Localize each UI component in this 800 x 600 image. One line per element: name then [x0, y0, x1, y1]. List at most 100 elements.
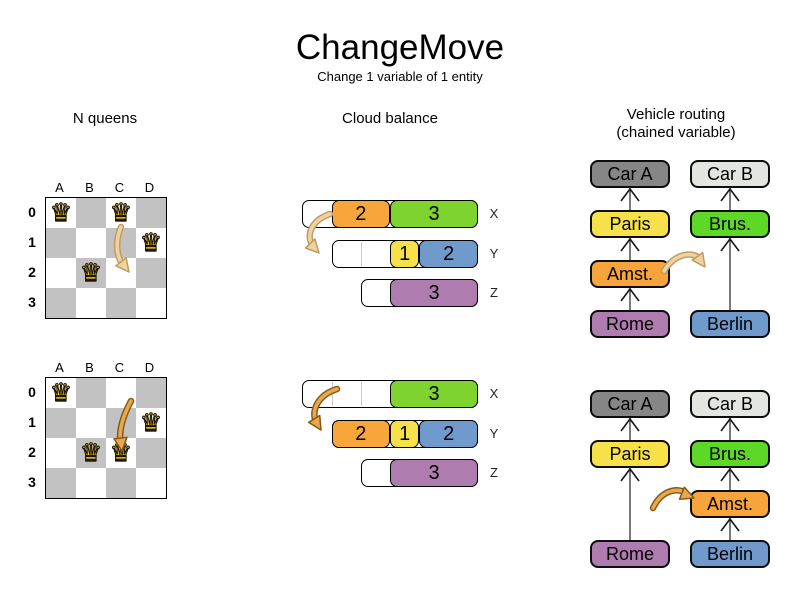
board-row-labels-before: 0 1 2 3 — [24, 197, 40, 317]
vehicle-routing-header-line2: (chained variable) — [616, 124, 736, 141]
queen-icon: ♛ — [49, 378, 73, 407]
board-row-label: 0 — [28, 384, 36, 400]
chain-arrowhead-chevron — [720, 517, 740, 532]
board-cell-D3 — [136, 288, 166, 318]
cloud-capacity-divider — [360, 242, 362, 266]
chain-arrowhead-chevron — [720, 237, 740, 252]
chain-arrowhead-chevron — [720, 467, 740, 482]
vr-node-rome-before: Rome — [590, 310, 670, 338]
board-cell-D2 — [136, 438, 166, 468]
board-row-label: 1 — [28, 234, 36, 250]
board-cell-C0 — [106, 378, 136, 408]
queen-icon: ♛ — [79, 438, 103, 467]
chain-arrowhead-chevron — [620, 417, 640, 432]
vr-node-berlin-before: Berlin — [690, 310, 770, 338]
chain-arrowhead-chevron — [720, 417, 740, 432]
board-col-label: D — [144, 180, 156, 195]
board-row-label: 2 — [28, 264, 36, 280]
board-cell-D1: ♛ — [136, 408, 166, 438]
cloud-machine-label-X-after: X — [489, 386, 499, 401]
chain-arrowhead-chevron — [620, 187, 640, 202]
board-cell-B3 — [76, 468, 106, 498]
cloud-machine-label-Y-before: Y — [489, 246, 499, 261]
board-cell-C0: ♛ — [106, 198, 136, 228]
board-col-label: C — [114, 180, 126, 195]
board-col-label: C — [114, 360, 126, 375]
vehicle-routing-header: Vehicle routing (chained variable) — [586, 106, 766, 142]
vr-node-paris-after: Paris — [590, 440, 670, 468]
cloud-process-green-before: 3 — [390, 200, 478, 228]
vr-node-paris-before: Paris — [590, 210, 670, 238]
board-cell-A3 — [46, 468, 76, 498]
cloud-process-orange-after: 2 — [331, 420, 391, 448]
queen-icon: ♛ — [79, 258, 103, 287]
board-col-label: A — [55, 360, 65, 375]
vr-node-berlin-after: Berlin — [690, 540, 770, 568]
cloud-process-blue-after: 2 — [419, 420, 478, 448]
board-cell-A1 — [46, 408, 76, 438]
queen-icon: ♛ — [139, 228, 163, 257]
board-col-label: B — [85, 360, 95, 375]
board-col-label: D — [144, 360, 156, 375]
vr-node-carA-after: Car A — [590, 390, 670, 418]
board-row-label: 2 — [28, 444, 36, 460]
board-cell-C1 — [106, 228, 136, 258]
cloud-process-purple-after: 3 — [390, 459, 478, 487]
queen-icon: ♛ — [109, 198, 133, 227]
board-column-labels-before: A B C D — [45, 180, 165, 195]
board-cell-B3 — [76, 288, 106, 318]
chain-arrowhead-chevron — [620, 237, 640, 252]
board-col-label: A — [55, 180, 65, 195]
cloud-process-yellow-after: 1 — [390, 420, 420, 448]
chain-arrowhead-chevron — [620, 287, 640, 302]
chain-arrowhead-chevron — [620, 467, 640, 482]
board-cell-C2 — [106, 258, 136, 288]
page-title: ChangeMove — [295, 28, 505, 67]
board-row-label: 3 — [28, 294, 36, 310]
board-cell-B0 — [76, 378, 106, 408]
cloud-machine-label-Z-after: Z — [490, 465, 498, 480]
board-cell-A0: ♛ — [46, 378, 76, 408]
chain-arrowhead-chevron — [720, 187, 740, 202]
vr-move-arrow-before — [660, 251, 706, 275]
board-column-labels-after: A B C D — [45, 360, 165, 375]
cloud-process-blue-before: 2 — [419, 240, 478, 268]
cloud-process-purple-before: 3 — [390, 279, 478, 307]
board-cell-C3 — [106, 288, 136, 318]
vr-node-amst-after: Amst. — [690, 490, 770, 518]
board-row-label: 3 — [28, 474, 36, 490]
board-cell-D1: ♛ — [136, 228, 166, 258]
nqueens-board-after: ♛♛♛♛ — [45, 377, 167, 499]
board-cell-A3 — [46, 288, 76, 318]
cloud-process-yellow-before: 1 — [390, 240, 420, 268]
board-cell-B0 — [76, 198, 106, 228]
vr-node-carA-before: Car A — [590, 160, 670, 188]
board-cell-D3 — [136, 468, 166, 498]
vr-node-rome-after: Rome — [590, 540, 670, 568]
cloud-capacity-divider — [331, 382, 333, 406]
cloud-process-orange-before: 2 — [331, 200, 391, 228]
board-cell-C3 — [106, 468, 136, 498]
cloud-process-green-after: 3 — [390, 380, 478, 408]
queen-icon: ♛ — [139, 408, 163, 437]
board-cell-A1 — [46, 228, 76, 258]
nqueens-header: N queens — [72, 110, 138, 127]
cloud-capacity-divider — [360, 382, 362, 406]
board-row-label: 0 — [28, 204, 36, 220]
board-cell-D0 — [136, 198, 166, 228]
board-cell-D0 — [136, 378, 166, 408]
board-cell-C2: ♛ — [106, 438, 136, 468]
board-cell-A2 — [46, 258, 76, 288]
vr-node-brus-after: Brus. — [690, 440, 770, 468]
nqueens-board-before: ♛♛♛♛ — [45, 197, 167, 319]
board-cell-B2: ♛ — [76, 438, 106, 468]
board-col-label: B — [85, 180, 95, 195]
queen-icon: ♛ — [49, 198, 73, 227]
board-cell-A2 — [46, 438, 76, 468]
cloud-machine-label-Y-after: Y — [489, 426, 499, 441]
page-subtitle: Change 1 variable of 1 entity — [317, 69, 483, 84]
cloud-machine-label-Z-before: Z — [490, 285, 498, 300]
vr-node-brus-before: Brus. — [690, 210, 770, 238]
